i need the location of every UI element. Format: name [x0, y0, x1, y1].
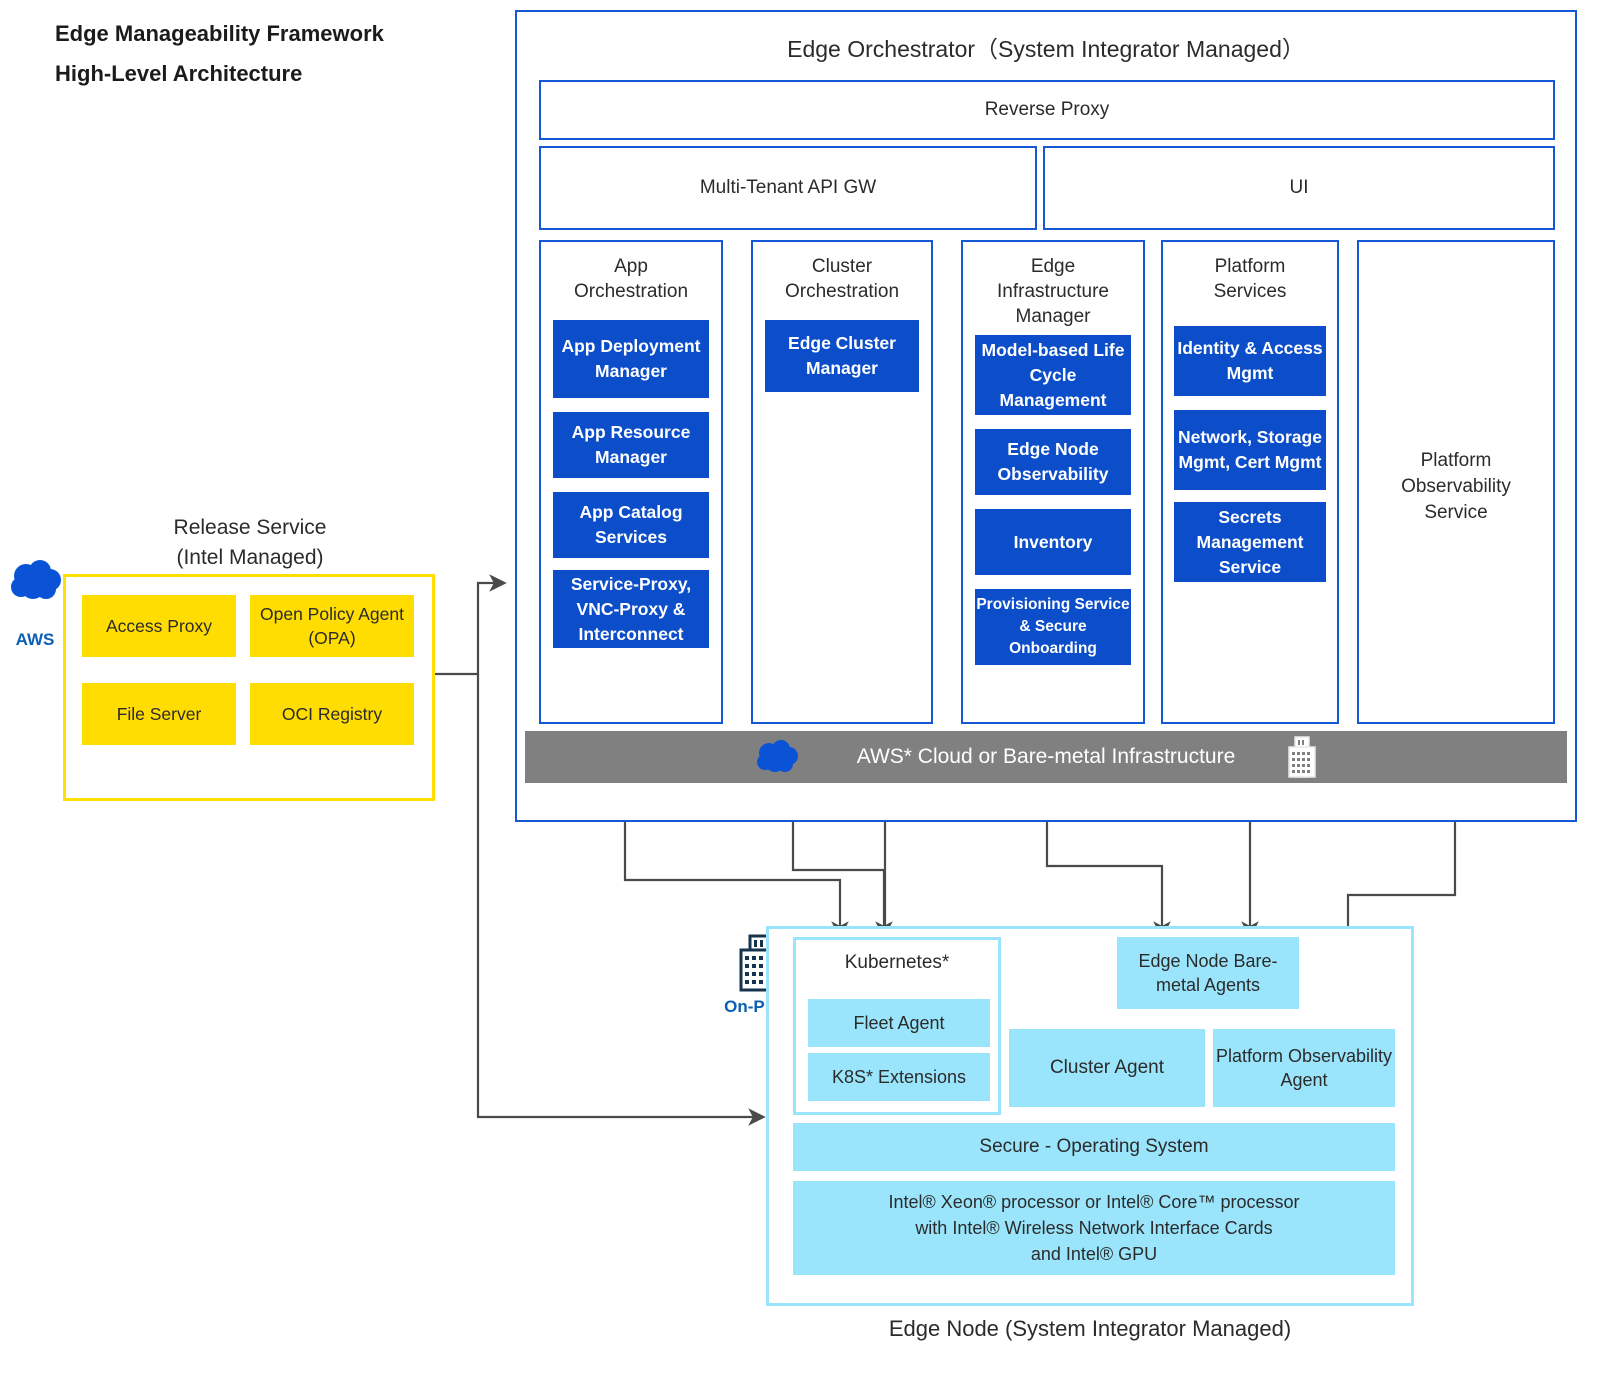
kubernetes-panel: Kubernetes* Fleet Agent K8S* Extensions	[793, 937, 1001, 1115]
service-edge-cluster-manager[interactable]: Edge Cluster Manager	[765, 320, 919, 392]
platform-observability-agent-box[interactable]: Platform Observability Agent	[1213, 1029, 1395, 1107]
reverse-proxy-label: Reverse Proxy	[984, 99, 1110, 120]
api-gw-label: Multi-Tenant API GW	[699, 177, 877, 198]
release-item-oci-registry[interactable]: OCI Registry	[250, 683, 414, 745]
cluster-agent-box[interactable]: Cluster Agent	[1009, 1029, 1205, 1107]
service-app-deployment-manager[interactable]: App Deployment Manager	[553, 320, 709, 398]
release-service-panel: Access Proxy Open Policy Agent (OPA) Fil…	[63, 574, 435, 801]
service-app-catalog-services[interactable]: App Catalog Services	[553, 492, 709, 558]
edge-node-panel: Kubernetes* Fleet Agent K8S* Extensions …	[766, 926, 1414, 1306]
page-title: Edge Manageability Framework High-Level …	[55, 14, 485, 94]
cloud-icon	[11, 560, 61, 599]
release-service-title: Release Service(Intel Managed)	[173, 516, 327, 569]
edge-node-caption: Edge Node (System Integrator Managed)	[888, 1316, 1292, 1341]
intel-hardware-box[interactable]: Intel® Xeon® processor or Intel® Core™ p…	[793, 1181, 1395, 1275]
service-proxy-vnc-interconnect[interactable]: Service-Proxy, VNC-Proxy & Interconnect	[553, 570, 709, 648]
release-item-file-server[interactable]: File Server	[82, 683, 236, 745]
service-inventory[interactable]: Inventory	[975, 509, 1131, 575]
ui-label: UI	[1289, 177, 1309, 198]
release-item-access-proxy[interactable]: Access Proxy	[82, 595, 236, 657]
edge-orchestrator-title: Edge Orchestrator（System Integrator Mana…	[787, 36, 1305, 62]
service-edge-node-observability[interactable]: Edge Node Observability	[975, 429, 1131, 495]
service-app-resource-manager[interactable]: App Resource Manager	[553, 412, 709, 478]
edge-node-bare-metal-agents-box[interactable]: Edge Node Bare-metal Agents	[1117, 937, 1299, 1009]
reverse-proxy-box[interactable]: Reverse Proxy	[539, 80, 1555, 140]
fleet-agent-box[interactable]: Fleet Agent	[808, 999, 990, 1047]
service-secrets-management-service[interactable]: Secrets Management Service	[1174, 502, 1326, 582]
service-network-storage-cert-mgmt[interactable]: Network, Storage Mgmt, Cert Mgmt	[1174, 410, 1326, 490]
kubernetes-title: Kubernetes*	[844, 952, 950, 973]
secure-operating-system-box[interactable]: Secure - Operating System	[793, 1123, 1395, 1171]
service-provisioning-secure-onboarding[interactable]: Provisioning Service & Secure Onboarding	[975, 589, 1131, 665]
multi-tenant-api-gw-box[interactable]: Multi-Tenant API GW	[539, 146, 1037, 230]
building-icon	[1288, 736, 1316, 778]
service-model-based-lifecycle-management[interactable]: Model-based Life Cycle Management	[975, 335, 1131, 415]
page-title-line2: High-Level Architecture	[55, 61, 303, 86]
ui-box[interactable]: UI	[1043, 146, 1555, 230]
aws-label: AWS	[15, 630, 55, 649]
release-item-open-policy-agent[interactable]: Open Policy Agent (OPA)	[250, 595, 414, 657]
infrastructure-bar: AWS* Cloud or Bare-metal Infrastructure	[525, 731, 1567, 783]
infrastructure-bar-label: AWS* Cloud or Bare-metal Infrastructure	[856, 745, 1236, 768]
page-title-line1: Edge Manageability Framework	[55, 21, 384, 46]
cloud-icon	[757, 740, 798, 772]
service-identity-access-mgmt[interactable]: Identity & Access Mgmt	[1174, 326, 1326, 396]
edge-orchestrator-panel: Edge Orchestrator（System Integrator Mana…	[515, 10, 1577, 822]
k8s-extensions-box[interactable]: K8S* Extensions	[808, 1053, 990, 1101]
